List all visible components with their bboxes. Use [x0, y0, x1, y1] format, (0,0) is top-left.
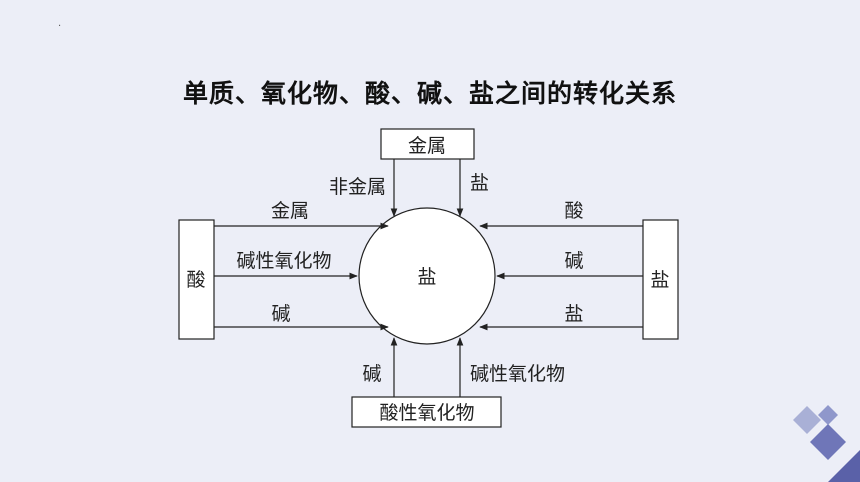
label-top-salt: 盐 — [470, 172, 489, 194]
acid-box-label: 酸 — [186, 269, 205, 291]
acid-oxide-box — [351, 396, 502, 428]
label-nonmetal: 非金属 — [329, 176, 386, 198]
salt-box-label: 盐 — [650, 269, 669, 291]
slide-title: 单质、氧化物、酸、碱、盐之间的转化关系 — [182, 79, 677, 108]
metal-box — [380, 128, 475, 160]
label-bottom-basic-oxide: 碱性氧化物 — [470, 363, 565, 385]
deco-diamond-left — [793, 406, 821, 434]
salt-box — [642, 219, 679, 340]
deco-triangle — [828, 450, 860, 482]
label-left-basic-oxide: 碱性氧化物 — [236, 250, 331, 272]
metal-box-label: 金属 — [408, 135, 446, 157]
label-left-metal: 金属 — [271, 200, 309, 222]
deco-diamond-right — [818, 405, 838, 425]
center-salt-label: 盐 — [417, 266, 436, 288]
label-left-base: 碱 — [271, 303, 290, 325]
corner-decoration — [793, 405, 860, 482]
label-bottom-base: 碱 — [362, 363, 381, 385]
salt-circle — [358, 207, 496, 345]
label-right-acid: 酸 — [564, 200, 583, 222]
label-right-salt: 盐 — [564, 303, 583, 325]
deco-diamond-center — [810, 424, 846, 460]
label-right-base: 碱 — [564, 250, 583, 272]
acid-oxide-box-label: 酸性氧化物 — [379, 402, 474, 424]
slide-marker: . — [58, 18, 62, 29]
acid-box — [178, 219, 215, 340]
